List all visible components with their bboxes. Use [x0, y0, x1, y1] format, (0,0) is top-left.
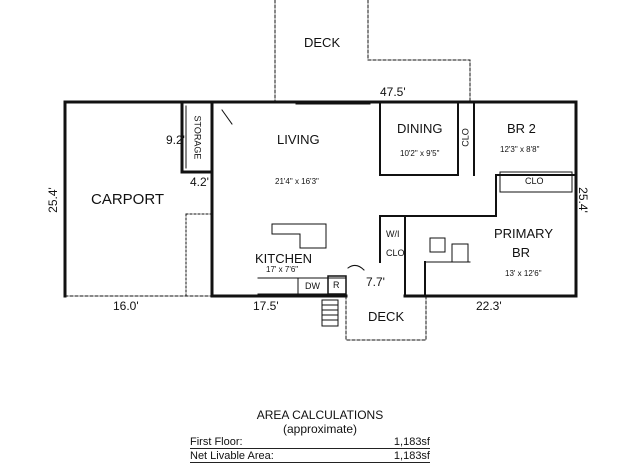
dim-carport-width: 16.0'	[113, 299, 139, 313]
dining-size: 10'2" x 9'5"	[400, 149, 440, 158]
br2-closet-label: CLO	[525, 176, 544, 186]
br2-walls	[495, 174, 577, 217]
dining-closet-label: CLO	[460, 128, 471, 147]
kitchen-size: 17' x 7'6"	[266, 265, 299, 274]
fridge-box	[327, 275, 347, 295]
area-row-value: 1,183sf	[393, 436, 430, 448]
storage-label: STORAGE	[192, 115, 203, 160]
walk-in-label: W/I	[386, 229, 400, 239]
area-row-net-livable: Net Livable Area: 1,183sf	[190, 450, 430, 463]
dim-left-height: 25.4'	[46, 187, 60, 213]
kitchen-island	[271, 223, 327, 249]
primary-size: 13' x 12'6"	[505, 269, 542, 278]
br2-size: 12'3" x 8'8"	[500, 145, 540, 154]
dim-bottom-right-width: 22.3'	[476, 299, 502, 313]
deck-top-outline	[274, 0, 471, 103]
dining-walls	[379, 101, 459, 176]
area-title: AREA CALCULATIONS	[256, 408, 384, 422]
area-row-first-floor: First Floor: 1,183sf	[190, 436, 430, 449]
dining-clo-walls	[457, 101, 475, 176]
carport-label: CARPORT	[91, 191, 165, 208]
dim-hall-width: 7.7'	[366, 275, 385, 289]
dim-kitchen-width: 17.5'	[253, 299, 279, 313]
deck-top-label: DECK	[304, 35, 341, 50]
br2-closet	[499, 171, 573, 193]
bath-walls	[379, 215, 497, 297]
dishwasher-label: DW	[305, 281, 320, 291]
refrigerator-label: R	[333, 280, 340, 290]
dining-label: DINING	[397, 121, 443, 136]
area-subtitle: (approximate)	[282, 422, 358, 436]
deck-bottom-label: DECK	[368, 309, 405, 324]
living-label: LIVING	[277, 132, 320, 147]
bath-fixtures	[424, 237, 471, 263]
kitchen-label: KITCHEN	[255, 251, 313, 266]
living-size: 21'4" x 16'3"	[275, 177, 319, 186]
area-row-value: 1,183sf	[393, 450, 430, 462]
primary-closet-label: CLO	[386, 248, 405, 258]
area-row-label: Net Livable Area:	[190, 450, 274, 462]
dim-storage-height: 9.2'	[166, 133, 185, 147]
dim-storage-width: 4.2'	[190, 175, 209, 189]
primary-label-line2: BR	[512, 245, 531, 260]
storage-walls	[180, 100, 214, 174]
dim-top-width: 47.5'	[380, 85, 406, 99]
area-row-label: First Floor:	[190, 436, 243, 448]
primary-label-line1: PRIMARY	[494, 226, 553, 241]
stairs	[321, 299, 339, 327]
deck-bottom-outline	[345, 295, 427, 341]
br2-label: BR 2	[507, 121, 536, 136]
dim-right-height: 25.4'	[576, 187, 590, 213]
